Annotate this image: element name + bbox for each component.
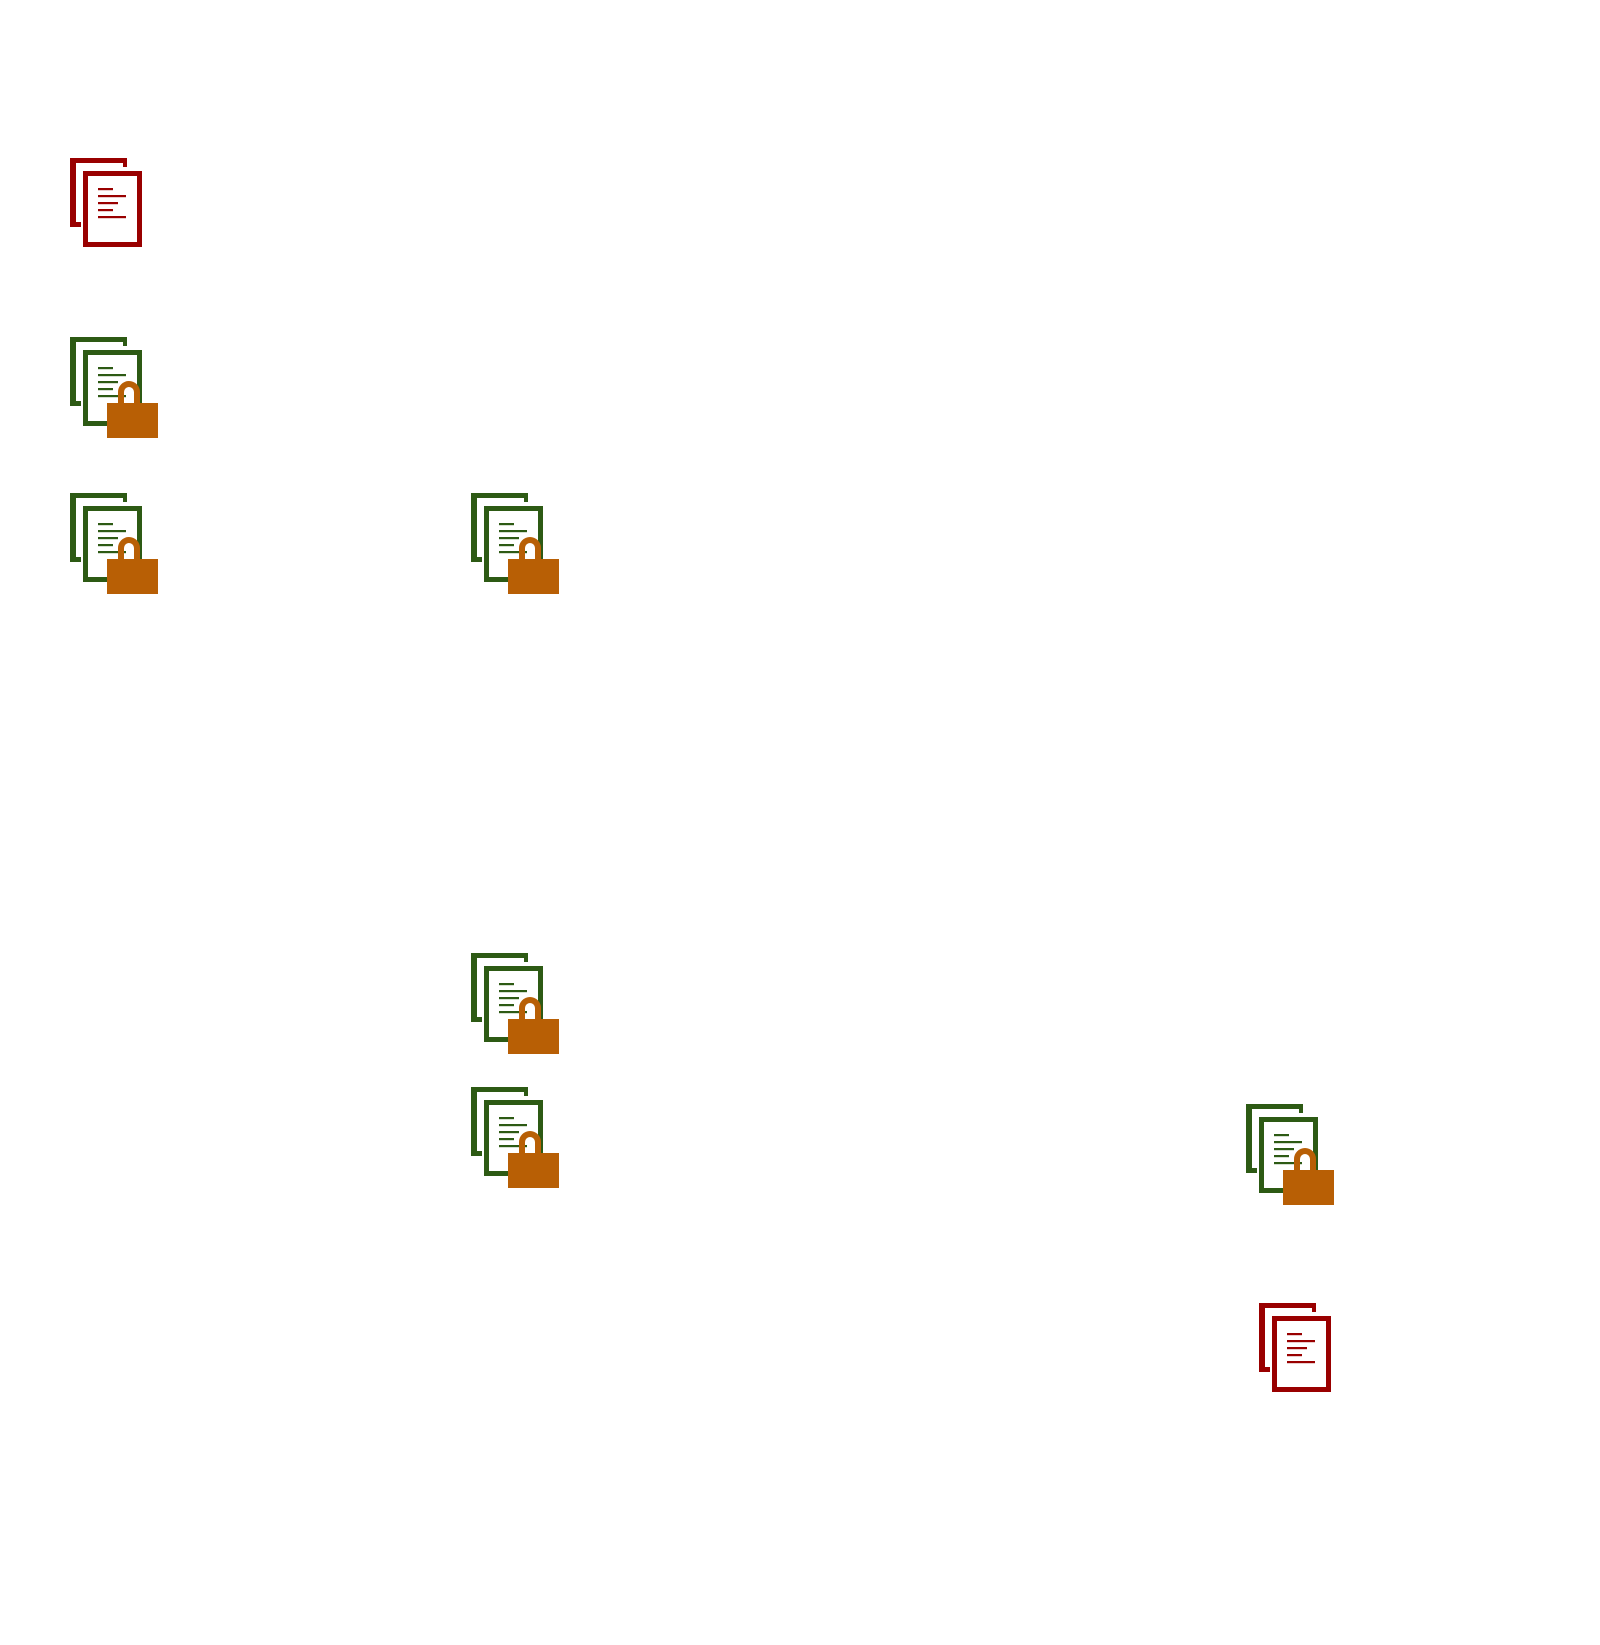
text-line [499, 551, 527, 554]
back-page [70, 158, 127, 227]
locked-document-node[interactable] [468, 1084, 560, 1192]
text-line [1287, 1354, 1302, 1357]
text-line [98, 537, 118, 540]
text-line [98, 367, 113, 370]
text-line [98, 216, 126, 219]
text-line [98, 202, 118, 205]
text-line [499, 997, 519, 1000]
back-page [471, 953, 528, 1022]
lock-shackle [118, 381, 140, 404]
text-line [1274, 1134, 1289, 1137]
text-line [98, 388, 113, 391]
text-line [98, 195, 126, 198]
lock-body [107, 559, 158, 594]
back-page [1246, 1104, 1303, 1173]
locked-documents-icon [70, 493, 158, 594]
text-line [499, 1124, 527, 1127]
text-line [499, 1138, 514, 1141]
lock-body [107, 403, 158, 438]
lock-shackle [118, 537, 140, 560]
text-line [1274, 1148, 1294, 1151]
locked-documents-icon [471, 493, 559, 594]
lock-body [508, 1019, 559, 1054]
document-node[interactable] [67, 155, 159, 263]
text-line [98, 381, 118, 384]
back-page [471, 493, 528, 562]
lock-shackle [519, 537, 541, 560]
lock-shackle [1294, 1148, 1316, 1171]
lock-body [1283, 1170, 1334, 1205]
text-line [98, 374, 126, 377]
text-line [499, 983, 514, 986]
text-line [98, 523, 113, 526]
locked-documents-icon [70, 337, 158, 438]
text-line [499, 1145, 527, 1148]
locked-documents-icon [1246, 1104, 1334, 1205]
back-page [471, 1087, 528, 1156]
locked-document-node[interactable] [1243, 1101, 1335, 1209]
text-line [98, 551, 126, 554]
text-line [98, 544, 113, 547]
lock-shackle [519, 1131, 541, 1154]
locked-document-node[interactable] [468, 490, 560, 598]
text-line [1287, 1347, 1307, 1350]
text-line [499, 990, 527, 993]
back-page [70, 337, 127, 406]
document-node[interactable] [1256, 1300, 1348, 1408]
text-line [499, 523, 514, 526]
text-line [98, 530, 126, 533]
text-line [499, 530, 527, 533]
text-line [1287, 1361, 1315, 1364]
locked-document-node[interactable] [468, 950, 560, 1058]
locked-document-node[interactable] [67, 334, 159, 442]
documents-icon [70, 158, 142, 247]
text-line [98, 188, 113, 191]
text-line [499, 544, 514, 547]
text-line [1274, 1141, 1302, 1144]
text-line [499, 537, 519, 540]
locked-documents-icon [471, 953, 559, 1054]
text-line [499, 1131, 519, 1134]
text-line [98, 395, 126, 398]
text-line [1287, 1333, 1302, 1336]
text-line [1287, 1340, 1315, 1343]
back-page [1259, 1303, 1316, 1372]
locked-document-node[interactable] [67, 490, 159, 598]
lock-body [508, 1153, 559, 1188]
text-line [98, 209, 113, 212]
documents-icon [1259, 1303, 1331, 1392]
locked-documents-icon [471, 1087, 559, 1188]
text-line [499, 1011, 527, 1014]
text-line [1274, 1155, 1289, 1158]
lock-body [508, 559, 559, 594]
text-line [499, 1004, 514, 1007]
back-page [70, 493, 127, 562]
text-line [1274, 1162, 1302, 1165]
lock-shackle [519, 997, 541, 1020]
text-line [499, 1117, 514, 1120]
